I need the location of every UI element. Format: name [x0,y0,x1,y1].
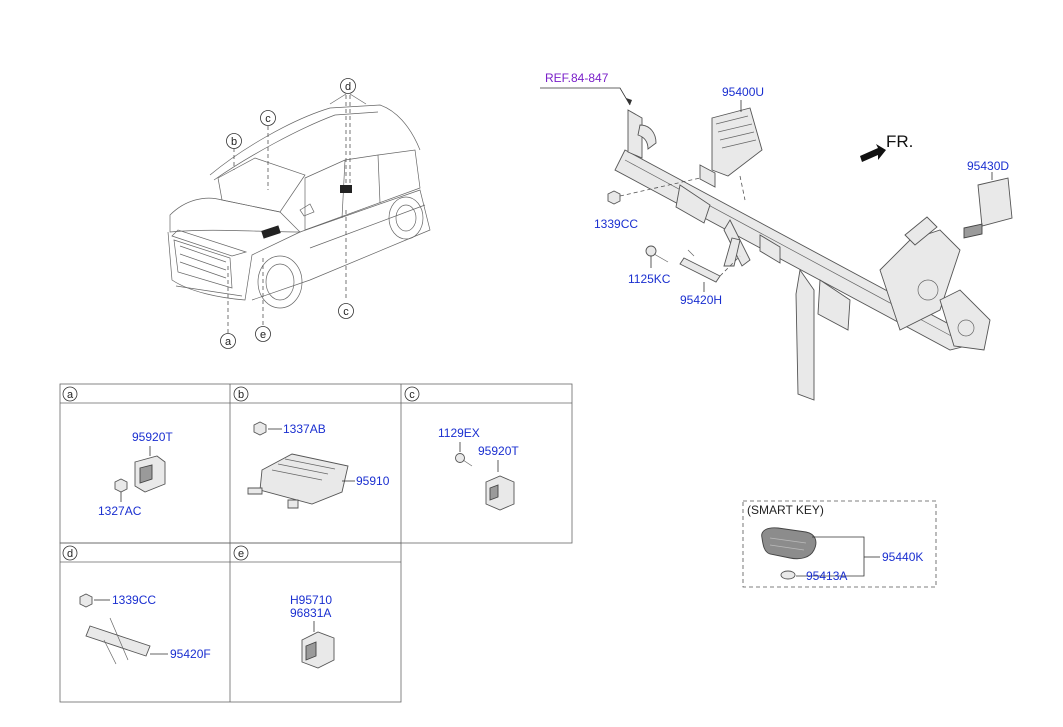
part-95920T-a[interactable]: 95920T [132,430,173,444]
part-95430D[interactable]: 95430D [967,159,1009,173]
svg-text:c: c [409,389,415,401]
callout-a[interactable]: a [220,333,236,349]
crash-pad-bar-illustration [614,109,991,401]
battery-illustration [780,570,796,580]
smart-key-fob-illustration [761,527,817,560]
svg-text:b: b [238,389,244,401]
smart-key-box: (SMART KEY) 95440K 95413A [742,500,937,588]
detail-grid [59,383,573,703]
part-H95710[interactable]: H95710 [290,593,332,607]
part-1125KC[interactable]: 1125KC [628,272,671,286]
part-95440K[interactable]: 95440K [882,550,923,564]
callout-b[interactable]: b [226,133,242,149]
part-95400U[interactable]: 95400U [722,85,764,99]
bolt-1129EX-illustration [455,453,473,467]
sensor-95920T-illustration [134,455,166,493]
part-1339CC-main[interactable]: 1339CC [594,217,638,231]
svg-text:a: a [225,336,232,348]
part-1327AC[interactable]: 1327AC [98,504,142,518]
antenna-95420H-illustration [679,249,741,292]
vehicle-illustration [167,93,431,335]
callout-d[interactable]: d [340,78,356,94]
ref-leader [540,87,632,106]
detail-panel-d: d 1339CC 95420F [62,545,211,665]
svg-text:e: e [238,548,244,560]
part-95413A[interactable]: 95413A [806,569,847,583]
part-95910[interactable]: 95910 [356,474,390,488]
buzzer-module-illustration [301,631,335,669]
bolt-1125KC-illustration [645,245,669,268]
part-95420H[interactable]: 95420H [680,293,722,307]
detail-panel-b: b 1337AB 95910 [233,386,390,509]
part-1129EX[interactable]: 1129EX [438,426,480,440]
part-1339CC-d[interactable]: 1339CC [112,593,156,607]
part-96831A[interactable]: 96831A [290,606,331,620]
front-label: FR. [886,132,913,151]
detail-panel-a: a 95920T 1327AC [62,386,173,518]
svg-text:c: c [265,113,271,125]
nut-1339CC-d-illustration [79,593,93,608]
detail-panel-c: c 1129EX 95920T [404,386,519,511]
svg-text:e: e [260,329,266,341]
smart-key-title: (SMART KEY) [747,503,824,517]
sensor-95920T-c-illustration [485,475,515,511]
airbag-module-95910-illustration [247,453,349,509]
part-1337AB[interactable]: 1337AB [283,422,326,436]
callout-c-top[interactable]: c [260,110,276,126]
nut-1337AB-illustration [253,421,267,436]
nut-1339CC-illustration [607,177,701,205]
svg-text:d: d [67,548,73,560]
svg-text:d: d [345,81,351,93]
ref-label[interactable]: REF.84-847 [545,71,609,85]
part-95420F[interactable]: 95420F [170,647,211,661]
detail-panel-e: e H95710 96831A [233,545,335,669]
module-95400U-illustration [711,107,763,201]
svg-text:a: a [67,389,74,401]
module-95430D-illustration [963,172,1013,239]
nut-1327AC-illustration [114,478,128,493]
svg-text:b: b [231,136,237,148]
callout-e[interactable]: e [255,326,271,342]
part-95920T-c[interactable]: 95920T [478,444,519,458]
svg-text:c: c [343,306,349,318]
antenna-95420F-illustration [85,617,151,665]
callout-c-bottom[interactable]: c [338,303,354,319]
front-direction-indicator: FR. [860,132,913,162]
